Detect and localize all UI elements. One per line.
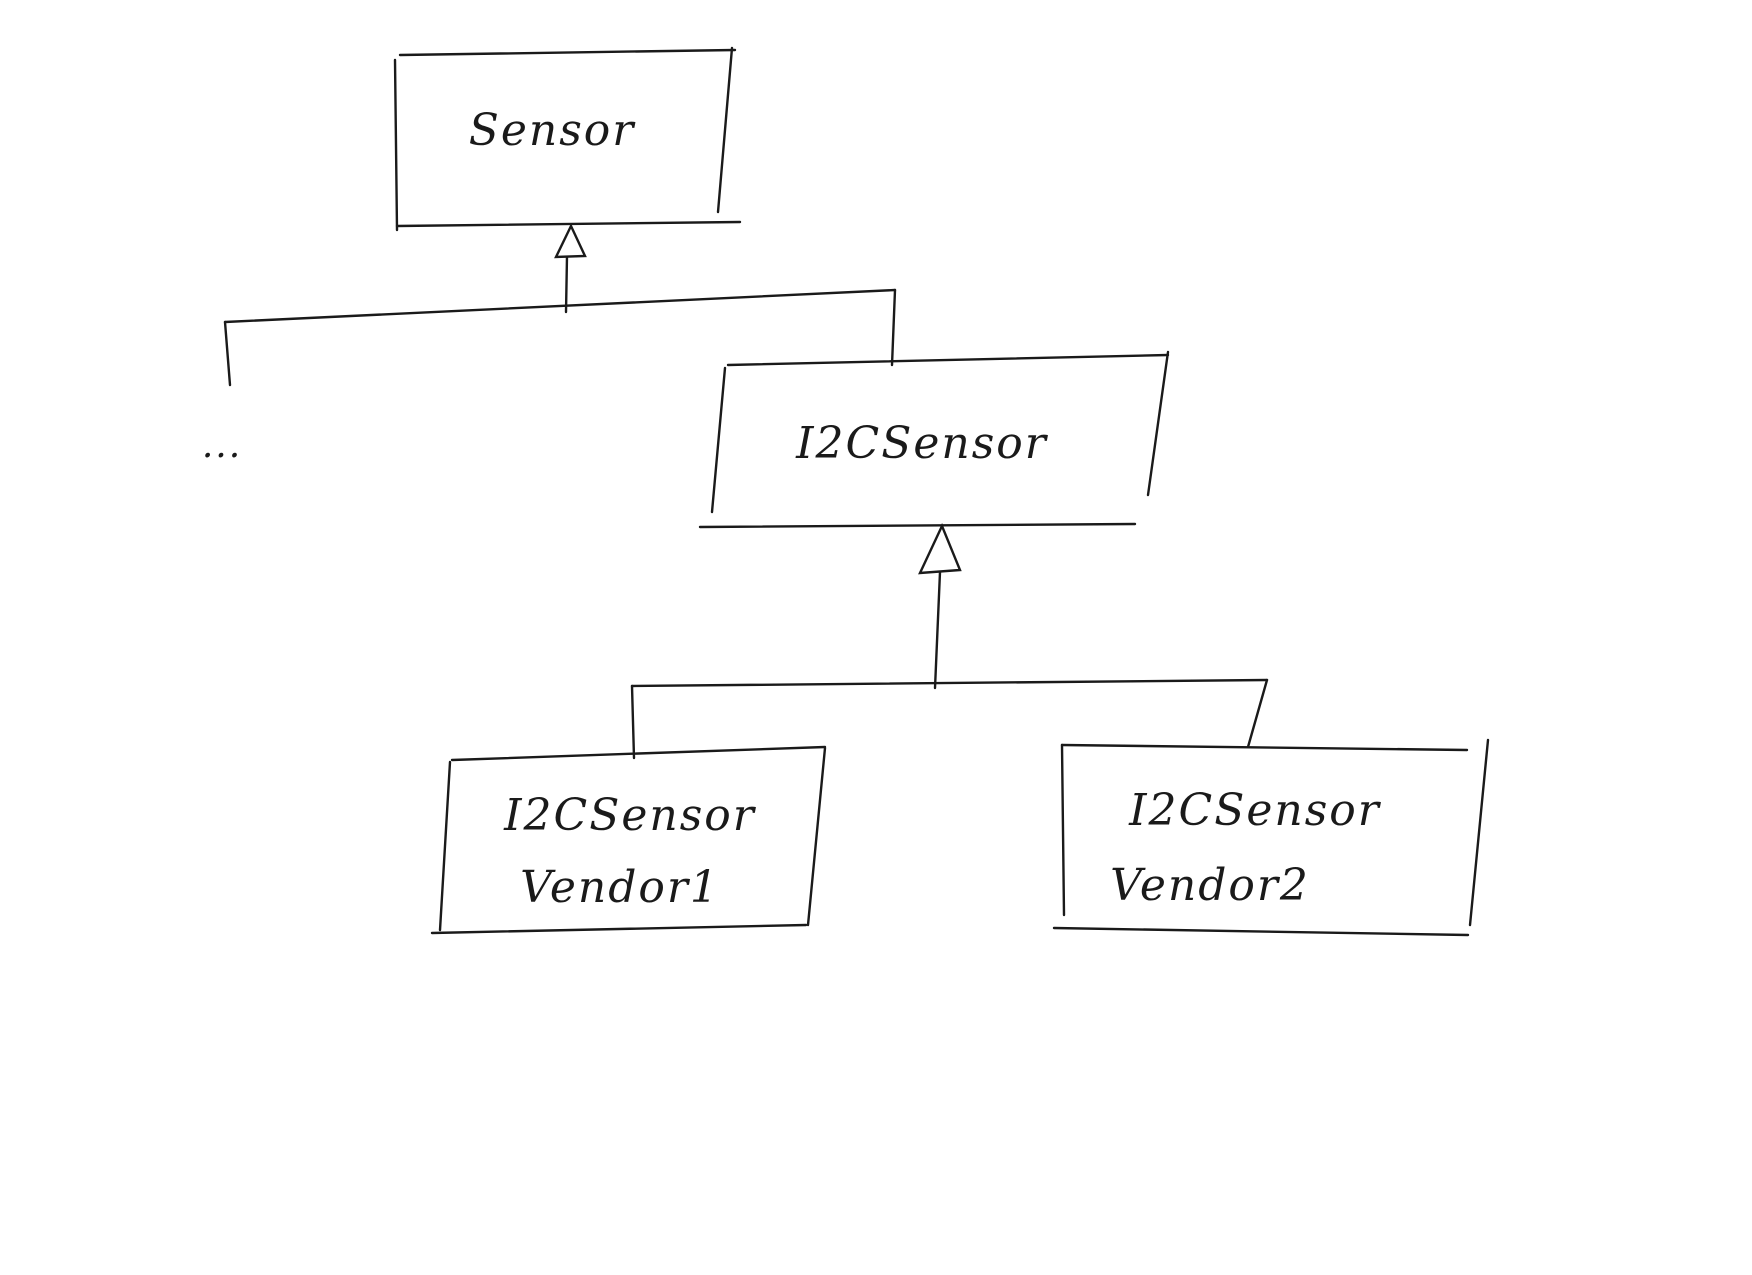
vendor1-label-line2: Vendor1 [520, 862, 720, 913]
sensor-label: Sensor [468, 105, 636, 156]
sensor-box [393, 46, 742, 232]
vendor2-label-line2: Vendor2 [1110, 860, 1310, 911]
vendor1-label-line1: I2CSensor [504, 790, 756, 841]
ellipsis-other-sensors: ... [201, 425, 243, 466]
vendor2-label-line1: I2CSensor [1129, 785, 1381, 836]
vendor2-box [1052, 738, 1490, 937]
inheritance-arrow-i2c [630, 523, 1269, 760]
i2c-sensor-label: I2CSensor [796, 418, 1048, 469]
inheritance-arrow-sensor [223, 223, 897, 387]
i2c-sensor-box [698, 350, 1170, 529]
vendor1-box [430, 745, 827, 935]
